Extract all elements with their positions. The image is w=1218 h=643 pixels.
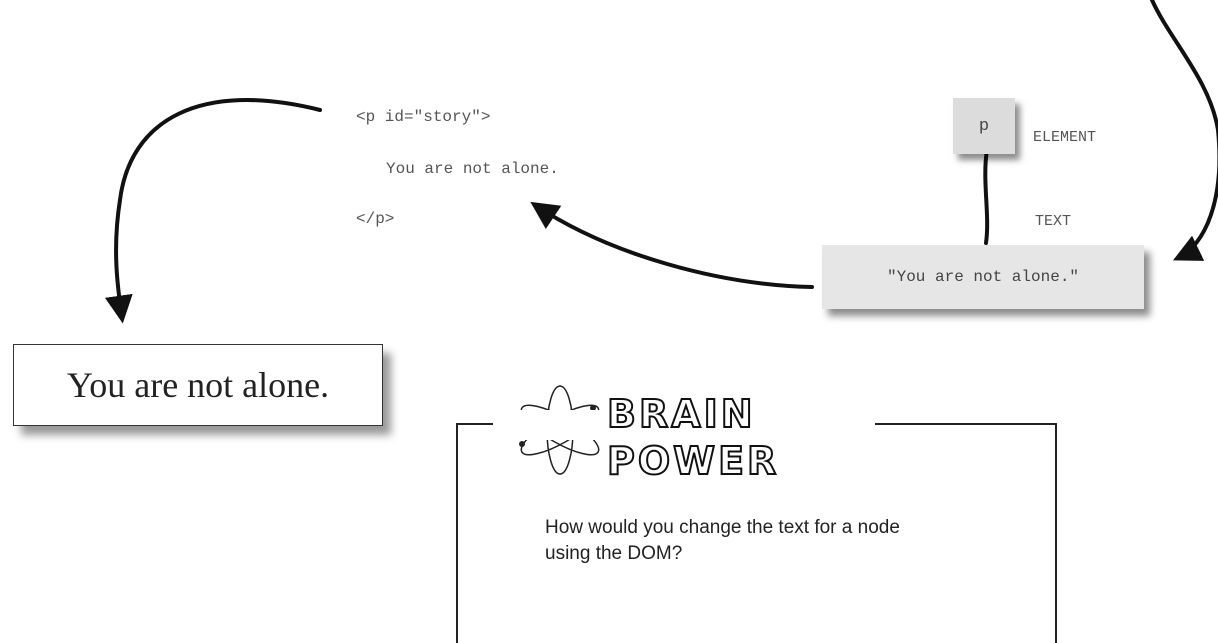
arrow-top-to-textnode <box>1150 0 1218 258</box>
arrow-code-to-output <box>104 98 322 324</box>
text-label: TEXT <box>1035 213 1072 230</box>
element-label: ELEMENT <box>1033 129 1097 146</box>
brain-power-title-line1: BRAIN <box>606 392 756 436</box>
arrow-textnode-to-code <box>530 201 814 289</box>
text-node: "You are not alone." <box>822 245 1144 309</box>
code-text-content: You are not alone. <box>386 160 559 178</box>
element-node: p <box>953 98 1015 154</box>
element-text-connector <box>983 148 990 245</box>
brain-power-question: How would you change the text for a node… <box>545 517 900 564</box>
browser-output: You are not alone. <box>13 344 383 426</box>
brain-power-title-line2: POWER <box>606 439 780 483</box>
code-open-tag: <p id="story"> <box>356 108 491 126</box>
brain-power-title-gap <box>493 410 875 440</box>
code-close-tag: </p> <box>356 210 395 228</box>
